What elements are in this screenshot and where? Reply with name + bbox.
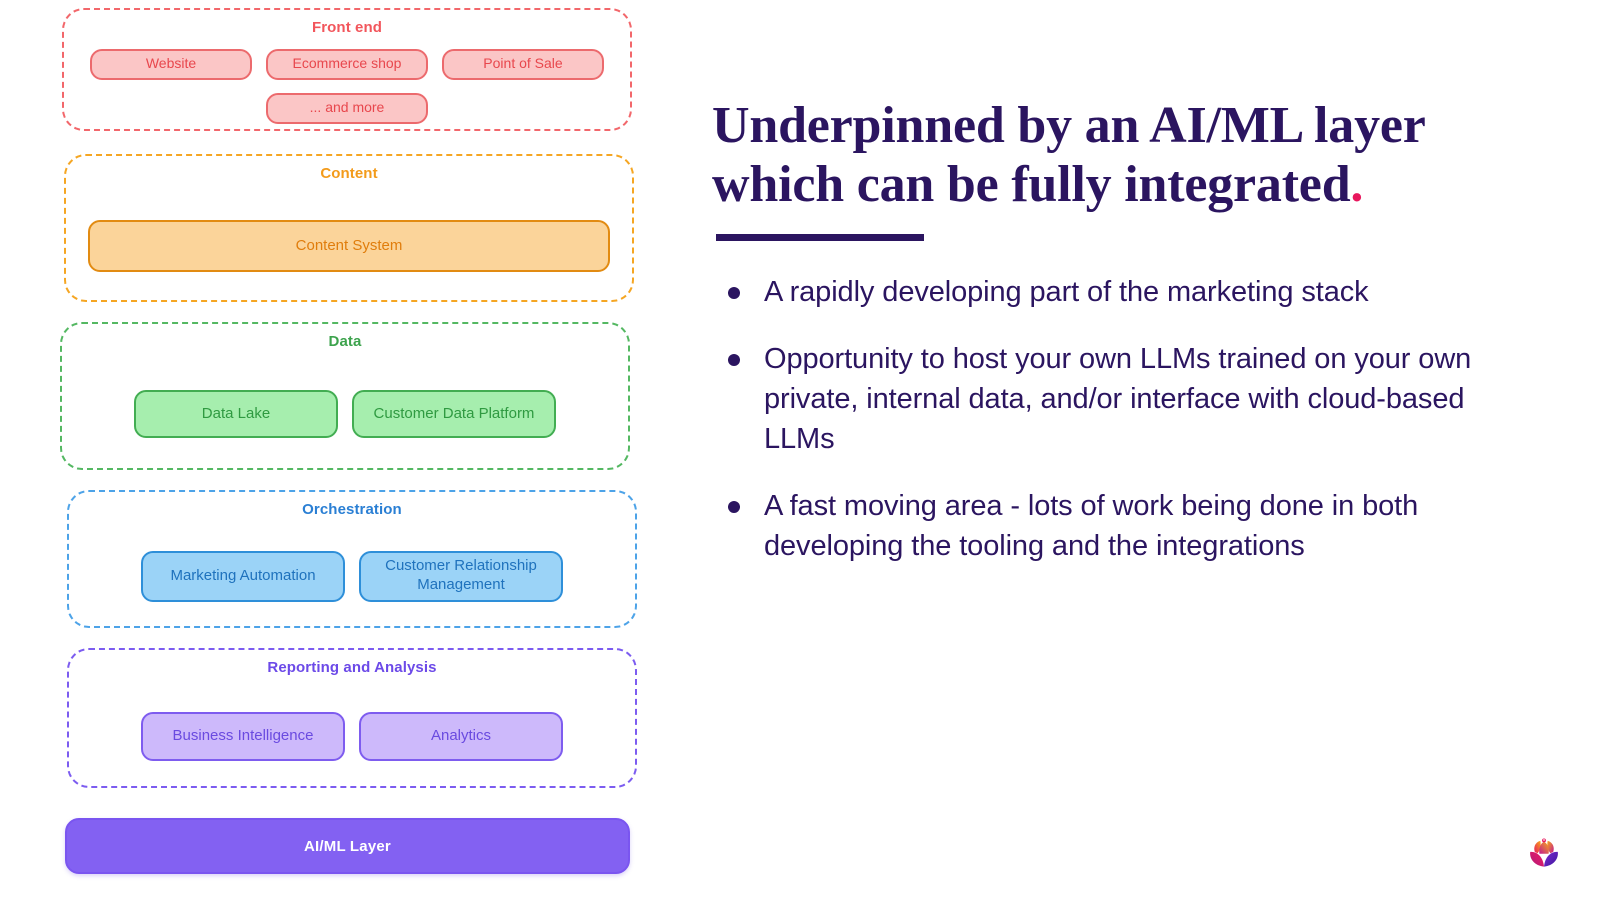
node-and-more[interactable]: ... and more xyxy=(266,92,428,124)
bullet-dot-icon xyxy=(728,354,740,367)
layer-body-frontend: Website Ecommerce shop Point of Sale ...… xyxy=(64,44,630,128)
title-underline-rule xyxy=(716,234,924,241)
layer-title-content: Content xyxy=(320,165,378,182)
list-item: A fast moving area - lots of work being … xyxy=(720,486,1490,566)
node-analytics[interactable]: Analytics xyxy=(359,711,563,761)
stack-layer-frontend: Front end Website Ecommerce shop Point o… xyxy=(62,8,632,131)
headline-line-1: Underpinned by an AI/ML layer xyxy=(712,97,1425,154)
layer-title-reporting-and-analysis: Reporting and Analysis xyxy=(267,659,437,676)
content-panel: Underpinned by an AI/ML layer which can … xyxy=(712,0,1502,900)
stack-layer-data: Data Data Lake Customer Data Platform xyxy=(60,322,630,470)
headline-accent-period: . xyxy=(1350,156,1364,214)
node-marketing-automation[interactable]: Marketing Automation xyxy=(141,550,345,602)
stack-layer-orchestration: Orchestration Marketing Automation Custo… xyxy=(67,490,637,628)
node-business-intelligence[interactable]: Business Intelligence xyxy=(141,711,345,761)
layer-body-reporting-and-analysis: Business Intelligence Analytics xyxy=(69,688,635,784)
layer-body-orchestration: Marketing Automation Customer Relationsh… xyxy=(69,528,635,624)
stack-layer-content: Content Content System xyxy=(64,154,634,302)
layer-body-content: Content System xyxy=(66,196,632,296)
node-ecommerce-shop[interactable]: Ecommerce shop xyxy=(266,48,428,80)
node-customer-data-platform[interactable]: Customer Data Platform xyxy=(352,390,556,438)
bullet-dot-icon xyxy=(728,501,740,514)
stack-foundation-aiml-layer[interactable]: AI/ML Layer xyxy=(65,818,630,874)
node-customer-relationship-management[interactable]: Customer Relationship Management xyxy=(359,550,563,602)
marketing-stack-diagram: Front end Website Ecommerce shop Point o… xyxy=(0,0,660,900)
list-item: Opportunity to host your own LLMs traine… xyxy=(720,339,1490,459)
layer-title-orchestration: Orchestration xyxy=(302,501,402,518)
page-title: Underpinned by an AI/ML layer which can … xyxy=(712,96,1432,215)
bullet-dot-icon xyxy=(728,287,740,299)
headline-line-2: which can be fully integrated xyxy=(712,156,1351,214)
node-point-of-sale[interactable]: Point of Sale xyxy=(442,48,604,80)
node-content-system[interactable]: Content System xyxy=(88,220,610,272)
bullet-text: A rapidly developing part of the marketi… xyxy=(764,276,1369,308)
lotus-flower-logo-icon xyxy=(1521,828,1567,874)
list-item: A rapidly developing part of the marketi… xyxy=(720,272,1490,312)
layer-title-frontend: Front end xyxy=(311,19,383,36)
layer-title-data: Data xyxy=(328,333,362,350)
layer-body-data: Data Lake Customer Data Platform xyxy=(62,364,628,464)
stack-layer-reporting-and-analysis: Reporting and Analysis Business Intellig… xyxy=(67,648,637,788)
node-website[interactable]: Website xyxy=(90,48,252,80)
node-data-lake[interactable]: Data Lake xyxy=(134,390,338,438)
bullet-list: A rapidly developing part of the marketi… xyxy=(720,272,1490,593)
bullet-text: Opportunity to host your own LLMs traine… xyxy=(764,343,1472,456)
bullet-text: A fast moving area - lots of work being … xyxy=(764,490,1419,563)
